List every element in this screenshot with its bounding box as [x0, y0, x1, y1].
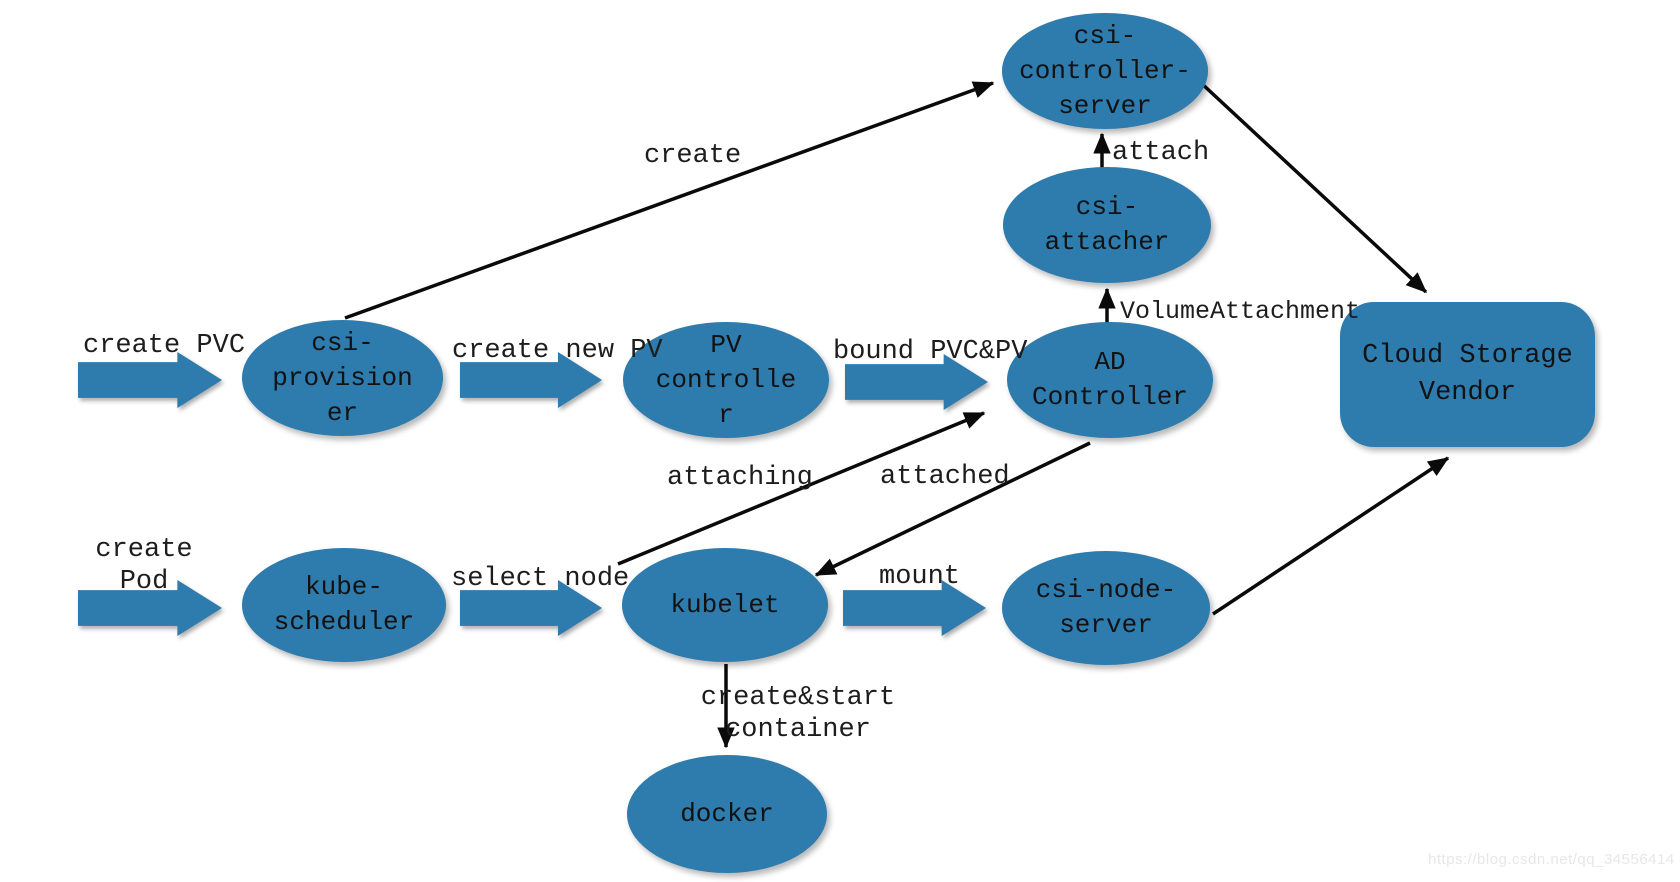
block-arrow-mount [843, 580, 986, 636]
block-arrow-select-node [460, 580, 602, 636]
node-csi-provisioner: csi- provision er [242, 320, 443, 436]
node-label-line: attacher [1044, 227, 1170, 257]
node-cloud-storage-vendor: Cloud Storage Vendor [1340, 302, 1595, 447]
node-label-line: provision [272, 362, 413, 393]
label-attach: attach [1112, 138, 1210, 168]
node-csi-attacher: csi- attacher [1003, 167, 1211, 283]
edge-create [344, 81, 995, 320]
block-arrow-create-new-pv [460, 352, 602, 408]
label-create-pvc: create PVC [83, 331, 246, 361]
label-create-start-line1: create&start [700, 683, 896, 713]
node-label-line: controlle [655, 364, 797, 395]
node-label-line: server [1058, 90, 1152, 121]
label-attached: attached [880, 462, 1010, 492]
label-create-start-container: create&start container [690, 682, 906, 746]
block-arrow-bound-pvc-pv [845, 354, 988, 410]
node-label-line: server [1059, 610, 1153, 640]
node-csi-node-server: csi-node- server [1002, 551, 1210, 665]
node-label-line: controller- [1019, 55, 1191, 86]
node-label-line: AD [1094, 347, 1126, 377]
node-label-line: er [326, 397, 359, 428]
node-label-line: docker [680, 798, 774, 829]
watermark: https://blog.csdn.net/qq_34556414 [1428, 851, 1675, 868]
label-create-new-pv: create new PV [452, 336, 663, 366]
label-create-start-line2: container [725, 715, 871, 745]
node-label-line: csi- [311, 327, 374, 358]
label-attaching: attaching [667, 463, 813, 493]
label-create: create [644, 141, 742, 171]
label-create-pod-line1: create [95, 535, 193, 565]
node-label-line: csi- [1075, 192, 1139, 222]
node-label-line: kubelet [670, 589, 780, 620]
node-label-line: Controller [1031, 382, 1189, 412]
node-label-line: scheduler [273, 607, 415, 637]
label-create-pod: create Pod [88, 534, 200, 598]
node-kube-scheduler: kube- scheduler [242, 548, 446, 662]
node-label-line: Cloud Storage [1362, 340, 1573, 371]
node-label-line: Vendor [1418, 377, 1517, 408]
node-ad-controller: AD Controller [1007, 322, 1213, 438]
node-label-line: csi-node- [1035, 575, 1177, 605]
node-docker: docker [627, 755, 827, 873]
node-label-line: csi- [1073, 20, 1137, 51]
label-mount: mount [879, 562, 961, 592]
label-volume-attachment: VolumeAttachment [1120, 297, 1361, 326]
block-arrow-create-pod [78, 580, 222, 636]
label-select-node: select node [451, 564, 630, 594]
node-kubelet: kubelet [622, 548, 828, 662]
node-pv-controller: PV controlle r [623, 322, 829, 438]
node-label-line: r [718, 399, 734, 430]
node-csi-controller-server: csi- controller- server [1002, 13, 1208, 129]
label-create-pod-line2: Pod [119, 567, 169, 597]
label-bound-pvc-pv: bound PVC&PV [833, 337, 1028, 367]
edge-controller-server-to-vendor [1198, 80, 1428, 294]
node-label-line: kube- [304, 572, 383, 602]
block-arrow-create-pvc [78, 352, 222, 408]
node-label-line: PV [710, 329, 742, 360]
edge-node-server-to-vendor [1212, 456, 1450, 616]
